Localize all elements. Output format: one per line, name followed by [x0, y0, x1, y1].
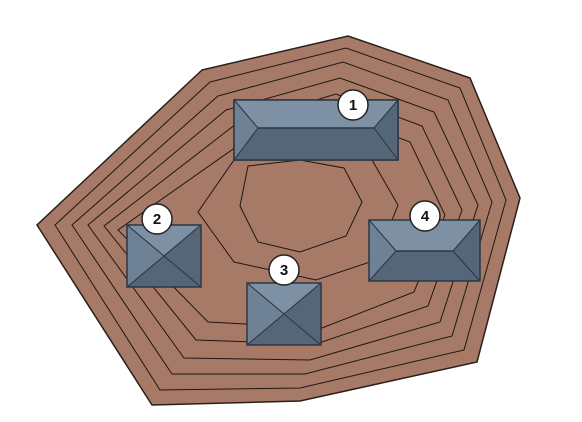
building-4 — [368, 219, 481, 282]
contour-line — [54, 47, 507, 391]
building-label-1: 1 — [337, 89, 369, 121]
building-1 — [233, 99, 399, 161]
terrain — [36, 35, 521, 406]
building-label-1-text: 1 — [349, 97, 357, 114]
building-label-2: 2 — [141, 203, 173, 235]
building-3 — [246, 282, 322, 346]
building-label-2-text: 2 — [153, 211, 161, 228]
contour-line — [71, 61, 493, 375]
building-label-4: 4 — [409, 200, 441, 232]
building-label-3: 3 — [268, 254, 300, 286]
building-1-roof-south — [233, 127, 399, 161]
building-2 — [126, 224, 202, 288]
building-1-roof-north — [233, 99, 399, 129]
building-label-3-text: 3 — [280, 262, 288, 279]
building-label-4-text: 4 — [421, 208, 430, 225]
terrain-outline — [36, 35, 521, 406]
contour-line — [87, 77, 479, 361]
contour-line — [239, 159, 363, 253]
